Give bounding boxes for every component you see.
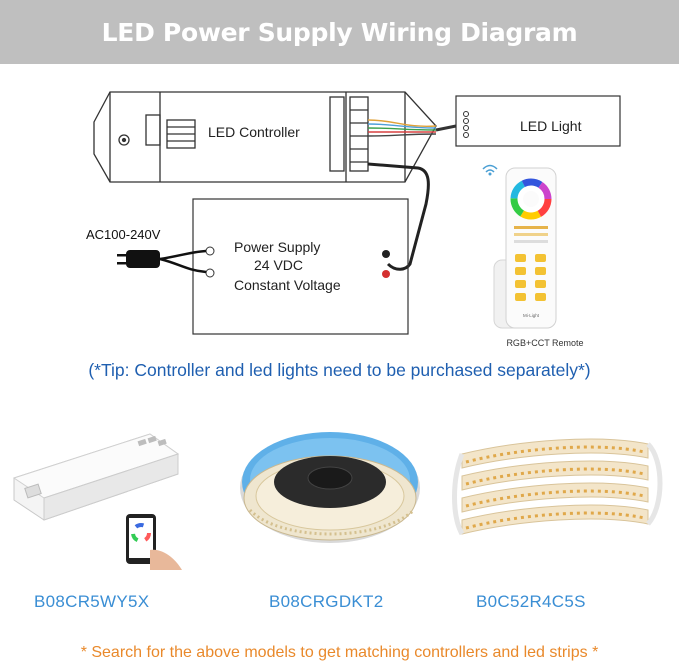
header-banner: LED Power Supply Wiring Diagram — [0, 0, 679, 64]
page-title: LED Power Supply Wiring Diagram — [101, 17, 578, 47]
model-number-1: B08CR5WY5X — [34, 592, 150, 611]
controller-label: LED Controller — [208, 124, 300, 140]
product-controller-image — [12, 433, 182, 570]
footer-note: * Search for the above models to get mat… — [80, 644, 599, 661]
power-supply-line-3: Constant Voltage — [234, 277, 341, 293]
led-light-label: LED Light — [520, 118, 582, 134]
wiring-diagram: LED Controller LED Light Power Supply 24… — [86, 91, 621, 335]
model-number-2: B08CRGDKT2 — [269, 592, 384, 611]
remote-control: Mi·Light — [482, 164, 557, 329]
power-supply-line-1: Power Supply — [234, 239, 320, 255]
output-wires — [367, 119, 457, 137]
power-supply-line-2: 24 VDC — [254, 257, 303, 273]
ac-input-label: AC100-240V — [86, 227, 161, 242]
phone-icon — [126, 514, 182, 570]
remote-caption: RGB+CCT Remote — [506, 338, 584, 348]
product-images — [12, 432, 663, 570]
model-number-3: B0C52R4C5S — [476, 592, 586, 611]
power-supply-unit — [192, 198, 409, 335]
product-led-reel-image — [240, 432, 420, 543]
controller-unit — [93, 91, 437, 183]
remote-brand-text: Mi·Light — [523, 313, 540, 318]
ac-plug-icon — [117, 249, 207, 274]
dc-cable — [367, 162, 430, 271]
led-light-unit — [455, 95, 621, 147]
product-led-strips-image — [452, 438, 663, 536]
tip-text: (*Tip: Controller and led lights need to… — [88, 360, 591, 380]
